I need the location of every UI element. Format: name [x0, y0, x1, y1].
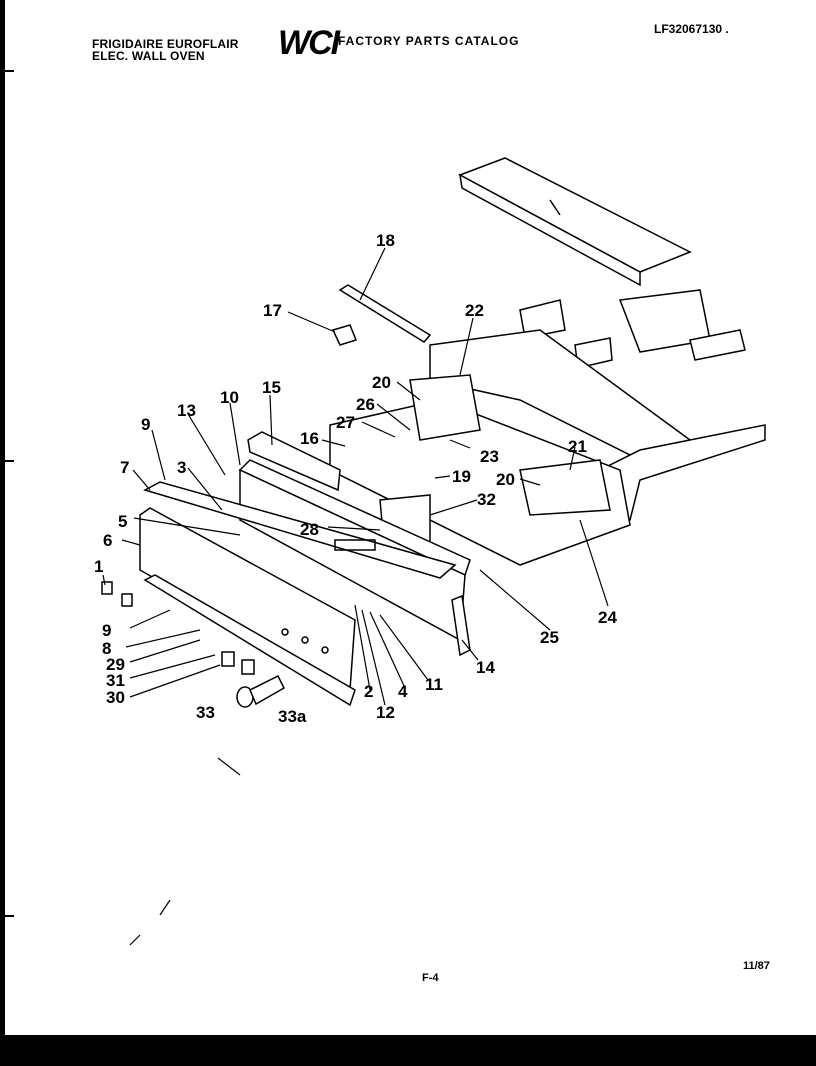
callout-7: 7	[120, 458, 129, 477]
callout-13: 13	[177, 401, 196, 420]
callout-19: 19	[452, 467, 471, 486]
callout-24: 24	[598, 608, 617, 627]
catalog-title: FACTORY PARTS CATALOG	[338, 34, 520, 48]
switch-assembly-upper	[409, 374, 481, 441]
catalog-date: 11/87	[743, 960, 770, 972]
callout-9b: 9	[102, 621, 111, 640]
bottom-scan-border	[0, 1035, 816, 1066]
callout-6: 6	[103, 531, 112, 550]
callout-33a: 33a	[278, 707, 307, 726]
callout-10: 10	[220, 388, 239, 407]
knob-part	[221, 651, 235, 667]
left-scan-border	[0, 0, 5, 1035]
cover-screw	[549, 199, 561, 216]
top-cover-flange	[459, 173, 641, 287]
knob-shaft	[249, 674, 285, 706]
callout-11: 11	[425, 675, 443, 694]
callout-3: 3	[177, 458, 186, 477]
callout-29: 29	[106, 655, 125, 674]
scan-artifact	[217, 757, 241, 776]
callout-17: 17	[263, 301, 282, 320]
callout-21: 21	[568, 437, 587, 456]
edge-tick	[0, 915, 14, 917]
front-control-panel	[139, 507, 356, 692]
exploded-parts-diagram: 18 17 22 15 10 20 26 13 9 27 16 23 21 3 …	[94, 157, 766, 946]
callout-27: 27	[336, 413, 355, 432]
edge-tick	[0, 70, 14, 72]
callout-8: 8	[102, 639, 111, 658]
callout-25: 25	[540, 628, 559, 647]
callout-2: 2	[364, 682, 373, 701]
knob-part	[241, 659, 255, 675]
rod-knob	[331, 324, 357, 346]
page-number: F-4	[422, 972, 439, 984]
brand-line-2: ELEC. WALL OVEN	[92, 49, 205, 63]
callout-labels: 18 17 22 15 10 20 26 13 9 27 16 23 21 3 …	[94, 231, 617, 726]
callout-4: 4	[398, 682, 408, 701]
brand-header: FRIGIDAIRE EUROFLAIR ELEC. WALL OVEN	[92, 38, 239, 62]
model-number: LF32067130 .	[654, 22, 729, 36]
callout-16: 16	[300, 429, 319, 448]
clip-part	[101, 581, 113, 595]
callout-1: 1	[94, 557, 103, 576]
callout-20b: 20	[496, 470, 515, 489]
callout-5: 5	[118, 512, 127, 531]
switch-assembly-lower	[519, 459, 611, 516]
panel-hole	[301, 636, 309, 644]
clip-part	[121, 593, 133, 607]
panel-hole	[281, 628, 289, 636]
edge-tick	[0, 460, 14, 462]
callout-31: 31	[106, 671, 125, 690]
callout-9: 9	[141, 415, 150, 434]
lower-trim-strip	[143, 574, 356, 707]
top-cover-panel	[458, 157, 692, 273]
callout-22: 22	[465, 301, 484, 320]
callout-15: 15	[262, 378, 281, 397]
callout-14: 14	[476, 658, 495, 677]
callout-20: 20	[372, 373, 391, 392]
callout-23: 23	[480, 447, 499, 466]
control-rod	[338, 284, 432, 343]
brand-line-1: FRIGIDAIRE EUROFLAIR	[92, 37, 239, 51]
panel-hole	[321, 646, 329, 654]
relay-module	[519, 299, 566, 339]
display-window	[334, 539, 376, 551]
scan-artifact	[159, 899, 171, 916]
indicator-strip	[247, 431, 341, 492]
leader-lines	[102, 247, 609, 706]
callout-12: 12	[376, 703, 395, 722]
callout-26: 26	[356, 395, 375, 414]
callout-18: 18	[376, 231, 395, 250]
callout-30: 30	[106, 688, 125, 707]
callout-28: 28	[300, 520, 319, 539]
callout-32: 32	[477, 490, 496, 509]
terminal-block	[689, 329, 746, 361]
front-trim-top	[143, 481, 457, 579]
callout-33: 33	[196, 703, 215, 722]
wci-logo: WCI	[278, 24, 340, 62]
scan-artifact	[129, 934, 141, 946]
